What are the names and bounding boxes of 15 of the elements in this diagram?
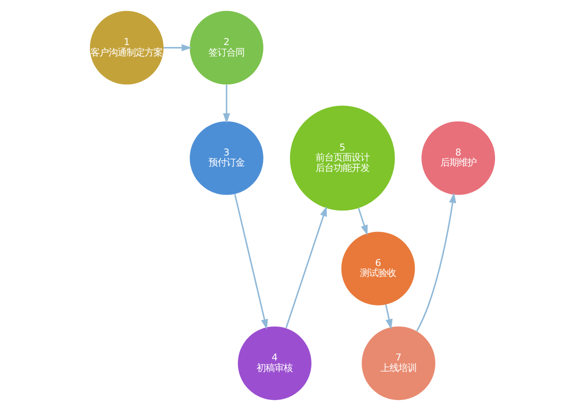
node-circle: 3 预付订金 xyxy=(189,121,263,195)
arrow xyxy=(384,304,392,330)
node-circle: 1 客户沟通制定方案 xyxy=(89,10,164,85)
arrow xyxy=(284,206,326,328)
node-circle: 4 初稿审核 xyxy=(237,326,311,400)
arrow xyxy=(416,192,456,332)
node-circle: 6 测试验收 xyxy=(340,232,414,306)
arrow xyxy=(357,208,368,236)
arrow xyxy=(222,84,230,124)
node-circle: 5 前台页面设计 后台功能开发 xyxy=(289,106,394,211)
node-circle: 8 后期维护 xyxy=(420,121,495,195)
node-circle: 7 上线培训 xyxy=(361,326,435,400)
node-circle: 2 签订合同 xyxy=(189,10,263,85)
arrow xyxy=(163,44,192,52)
arrow xyxy=(234,194,268,330)
